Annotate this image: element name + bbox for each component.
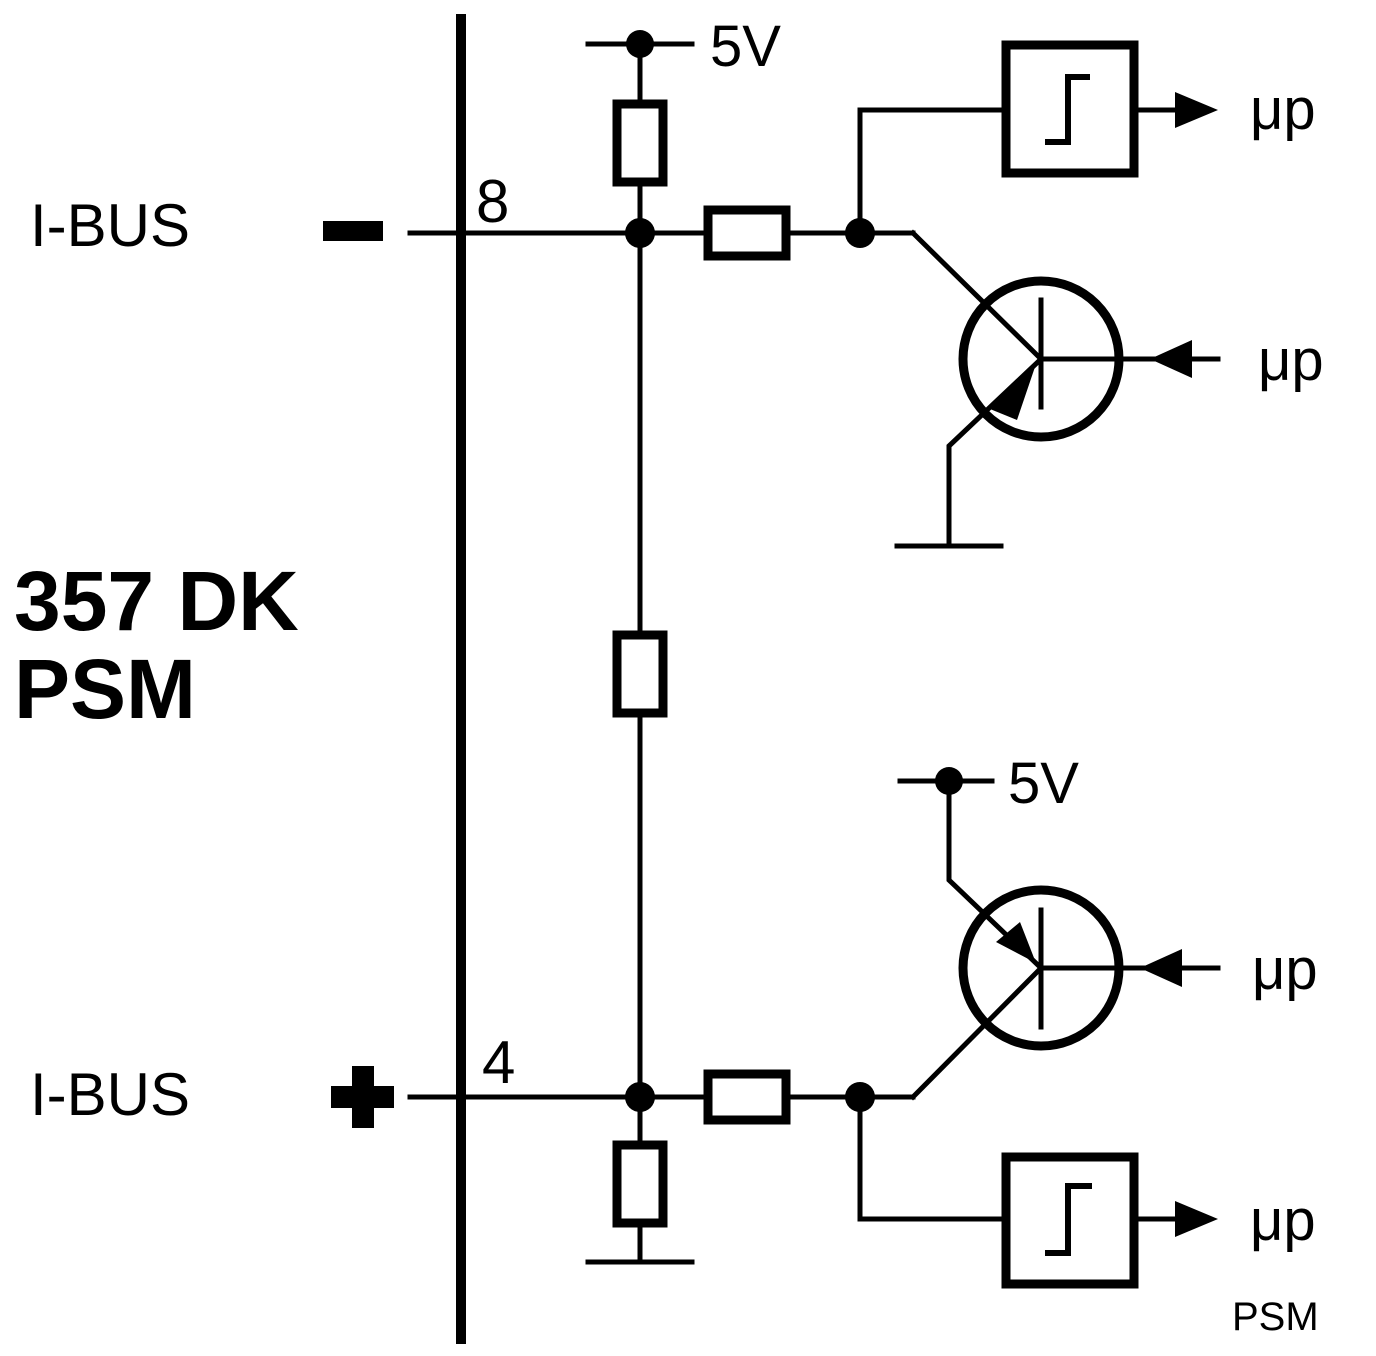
comparator-bottom-input xyxy=(857,1094,1009,1222)
arrow-left-icon xyxy=(1140,949,1182,987)
transistor-bottom-collector xyxy=(909,964,1045,1101)
schmitt-trigger-icon xyxy=(1045,74,1090,145)
mu-p-transistor-top: μp xyxy=(1258,328,1324,393)
schmitt-trigger-icon xyxy=(1045,1183,1092,1256)
middle-resistor xyxy=(612,630,668,718)
mu-p-transistor-bottom: μp xyxy=(1252,937,1318,1002)
transistor-top-collector xyxy=(909,229,1045,363)
mu-p-comparator-bottom: μp xyxy=(1250,1188,1316,1253)
pin-8-label: 8 xyxy=(476,168,509,235)
pullup-resistor xyxy=(612,99,668,187)
transistor-top-emitter xyxy=(946,355,1045,549)
plus-symbol xyxy=(331,1066,394,1128)
pin-4-label: 4 xyxy=(482,1029,515,1096)
ibus-minus-label: I-BUS xyxy=(30,192,190,259)
mu-p-comparator-top: μp xyxy=(1250,77,1316,142)
series-resistor-bottom xyxy=(703,1069,791,1125)
arrow-right-icon xyxy=(1175,1201,1218,1237)
device-title-line1: 357 DK xyxy=(14,554,299,648)
device-title-line2: PSM xyxy=(14,642,196,736)
pulldown-resistor xyxy=(612,1140,668,1228)
arrow-left-icon xyxy=(1150,340,1192,378)
emitter-arrow-top-icon xyxy=(990,364,1036,420)
comparator-top-input xyxy=(857,107,1009,236)
supply-top-label: 5V xyxy=(710,14,781,79)
ibus-plus-label: I-BUS xyxy=(30,1061,190,1128)
footer-label: PSM xyxy=(1232,1295,1319,1339)
arrow-right-icon xyxy=(1175,92,1218,128)
series-resistor-top xyxy=(703,205,791,261)
supply-bottom-label: 5V xyxy=(1008,751,1079,816)
minus-symbol xyxy=(323,221,383,241)
emitter-arrow-bottom-icon xyxy=(996,922,1036,963)
